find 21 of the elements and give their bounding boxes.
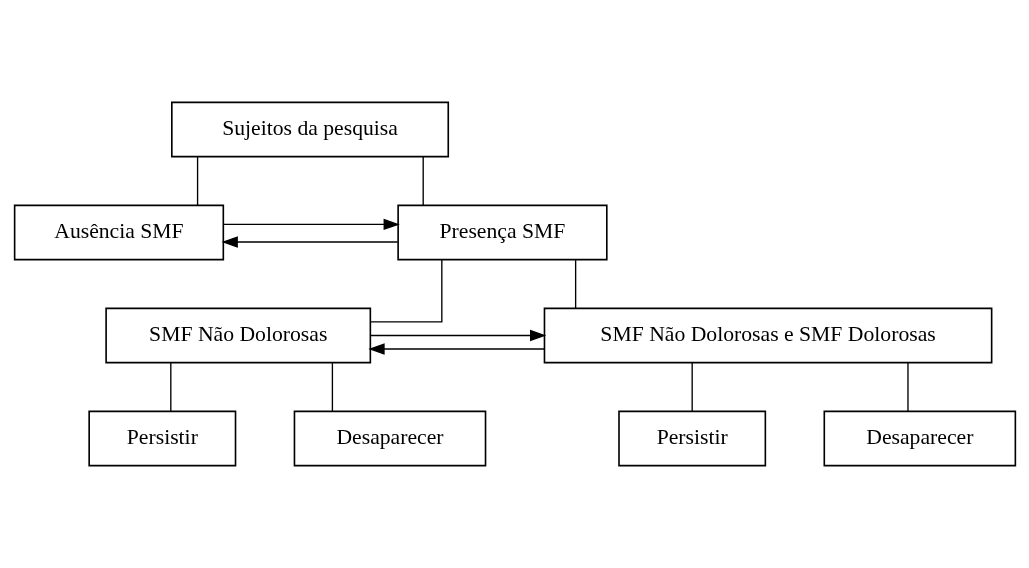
connector <box>574 259 576 309</box>
connector <box>369 259 442 323</box>
connector <box>422 156 424 206</box>
node-box: SMF Não Dolorosas e SMF Dolorosas <box>543 307 992 364</box>
node-box: Ausência SMF <box>13 204 224 261</box>
connector <box>196 156 198 206</box>
node-box: SMF Não Dolorosas <box>104 307 371 364</box>
node-box: Sujeitos da pesquisa <box>170 101 449 158</box>
node-box: Persistir <box>617 410 766 467</box>
node-box: Desaparecer <box>823 410 1016 467</box>
arrow <box>367 343 545 355</box>
arrow <box>222 218 400 231</box>
connector <box>331 362 333 412</box>
arrow <box>369 329 546 342</box>
connector <box>906 362 909 412</box>
connector <box>691 362 693 412</box>
node-box: Persistir <box>87 410 236 467</box>
node-box: Desaparecer <box>293 410 486 467</box>
node-box: Presença SMF <box>396 204 608 261</box>
connector <box>169 362 171 412</box>
arrow <box>221 236 398 248</box>
